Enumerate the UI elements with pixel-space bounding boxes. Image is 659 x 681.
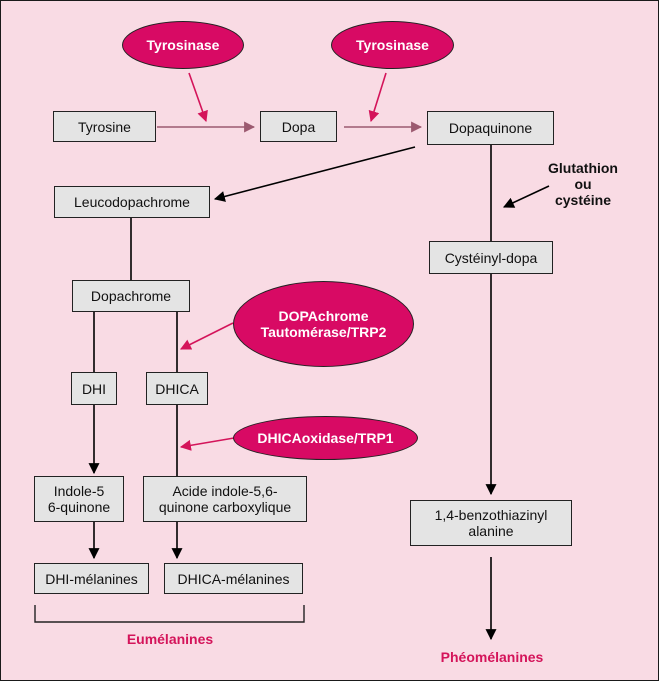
dhica-oxidase-arrow <box>179 437 235 451</box>
eumelanines-label: Eumélanines <box>126 631 214 647</box>
dopa-box: Dopa <box>260 111 337 142</box>
glutathion-cysteine-label: Glutathion ou cystéine <box>548 160 618 208</box>
dhica-box: DHICA <box>146 372 208 405</box>
tyrosinase-1-enzyme: Tyrosinase <box>122 21 244 69</box>
dhica-oxidase-enzyme: DHICAoxidase/TRP1 <box>233 416 418 460</box>
benzothiazinyl-box: 1,4-benzothiazinyl alanine <box>410 500 572 546</box>
leucodopachrome-box: Leucodopachrome <box>54 186 210 218</box>
cysteinyl-dopa-box: Cystéinyl-dopa <box>429 241 553 274</box>
dopaquinone-to-leucodopachrome-arrow <box>213 146 416 202</box>
dopachrome-tautomerase-enzyme: DOPAchrome Tautomérase/TRP2 <box>233 281 414 367</box>
dopachrome-tautomerase-arrow <box>180 322 234 350</box>
dhica-melanines-box: DHICA-mélanines <box>164 563 303 594</box>
tyrosinase-2-enzyme: Tyrosinase <box>331 21 454 69</box>
tyrosinase-1-arrow <box>188 72 208 123</box>
dopaquinone-box: Dopaquinone <box>427 111 554 145</box>
tyrosine-box: Tyrosine <box>53 111 156 142</box>
indole-quinone-box: Indole-5 6-quinone <box>34 476 124 522</box>
dhi-melanines-box: DHI-mélanines <box>34 563 149 594</box>
tyrosinase-2-arrow <box>368 72 387 123</box>
dopachrome-box: Dopachrome <box>72 280 190 312</box>
glutathion-arrow <box>503 185 550 208</box>
dhi-box: DHI <box>71 372 117 405</box>
acide-indole-box: Acide indole-5,6- quinone carboxylique <box>143 476 307 522</box>
pheomelanines-label: Phéomélanines <box>440 649 544 665</box>
eumelanines-bracket <box>34 605 305 623</box>
